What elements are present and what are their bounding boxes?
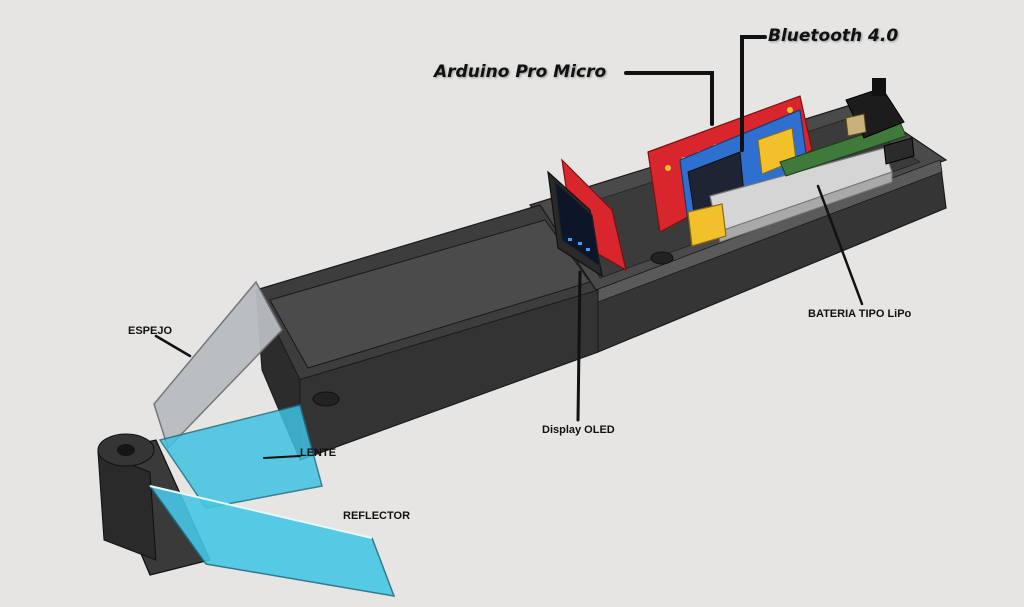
leader-bluetooth xyxy=(740,35,767,152)
leader-bateria xyxy=(816,184,864,306)
label-reflector: REFLECTOR xyxy=(343,510,411,522)
leader-lente xyxy=(263,455,301,459)
lens-lente xyxy=(158,404,323,509)
front-hinge xyxy=(97,433,211,576)
leader-display xyxy=(576,270,582,422)
power-switch xyxy=(845,78,915,165)
oled-display xyxy=(547,158,627,278)
label-bateria: BATERIA TIPO LiPo xyxy=(808,308,912,320)
label-arduino: Arduino Pro Micro xyxy=(434,62,607,82)
tube-body xyxy=(255,204,674,461)
label-lente: LENTE xyxy=(300,447,337,459)
leader-espejo xyxy=(154,334,192,358)
lipo-battery xyxy=(687,121,907,247)
leader-arduino xyxy=(624,71,714,126)
label-espejo: ESPEJO xyxy=(128,325,173,337)
leader-lines xyxy=(154,35,864,459)
label-display-oled: Display OLED xyxy=(542,424,615,436)
label-bluetooth: Bluetooth 4.0 xyxy=(768,26,899,46)
